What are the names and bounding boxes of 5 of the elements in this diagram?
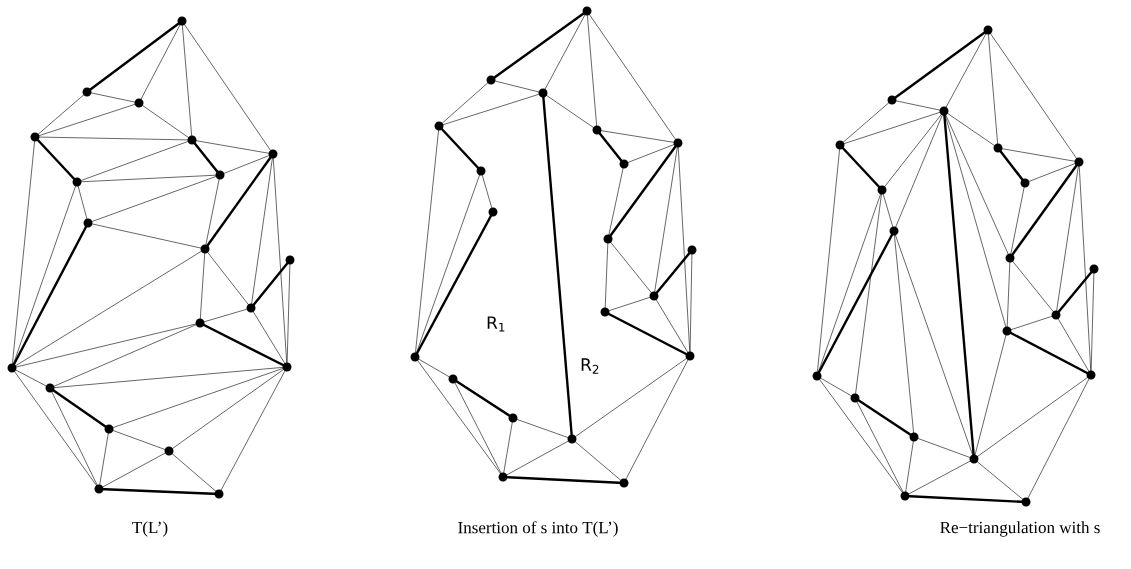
caption: Re−triangulation with s <box>940 521 1100 537</box>
region-label: R$_{2}$ <box>581 358 599 374</box>
region-label: R$_{1}$ <box>487 316 505 332</box>
caption: Insertion of s into T(L’) <box>458 521 618 537</box>
caption: T(L’) <box>132 521 168 537</box>
